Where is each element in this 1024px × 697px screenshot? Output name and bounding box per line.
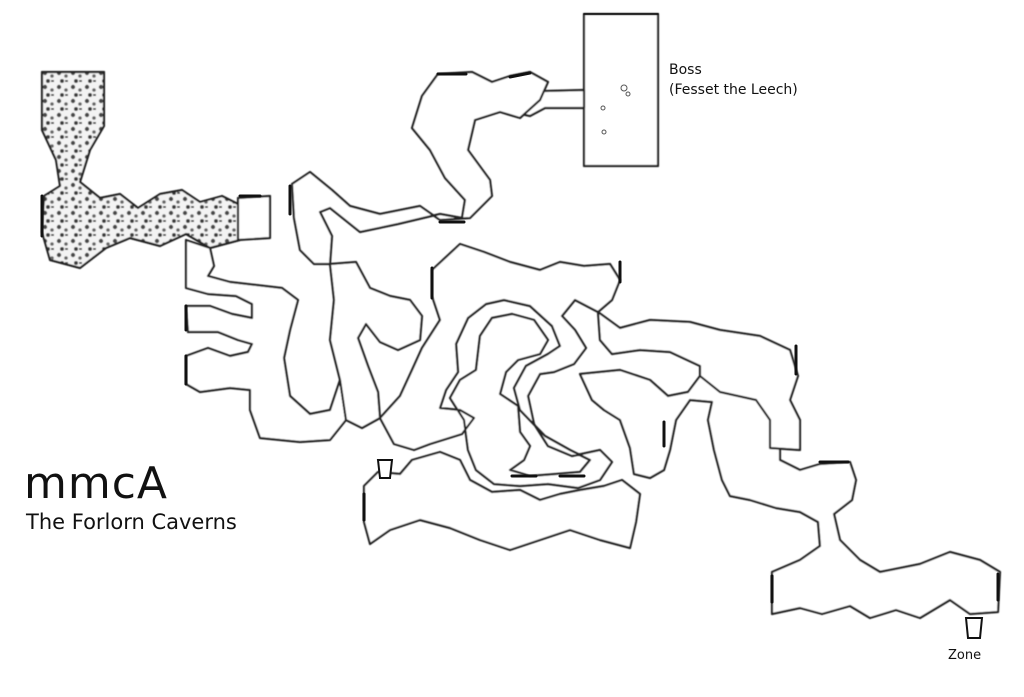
doorway-icon [40,13,1000,604]
cave-side-room [236,194,272,242]
cave-south-hall [362,450,642,552]
cave-northeast [596,310,802,452]
cave-central [328,260,424,430]
cave-mid-ring [378,242,622,490]
cave-chamber-top [290,70,550,266]
boss-title: Boss [669,62,702,78]
boss-room [582,12,660,168]
stairs-icon [376,459,984,639]
cave-west-wing [184,238,348,444]
boss-name: (Fesset the Leech) [669,82,798,98]
zone-label: Zone [948,648,982,663]
rubble-chamber [40,70,242,270]
map-name: The Forlorn Caverns [26,510,237,534]
boss-label: Boss (Fesset the Leech) [669,60,798,100]
map-code: mmcA [24,458,169,509]
